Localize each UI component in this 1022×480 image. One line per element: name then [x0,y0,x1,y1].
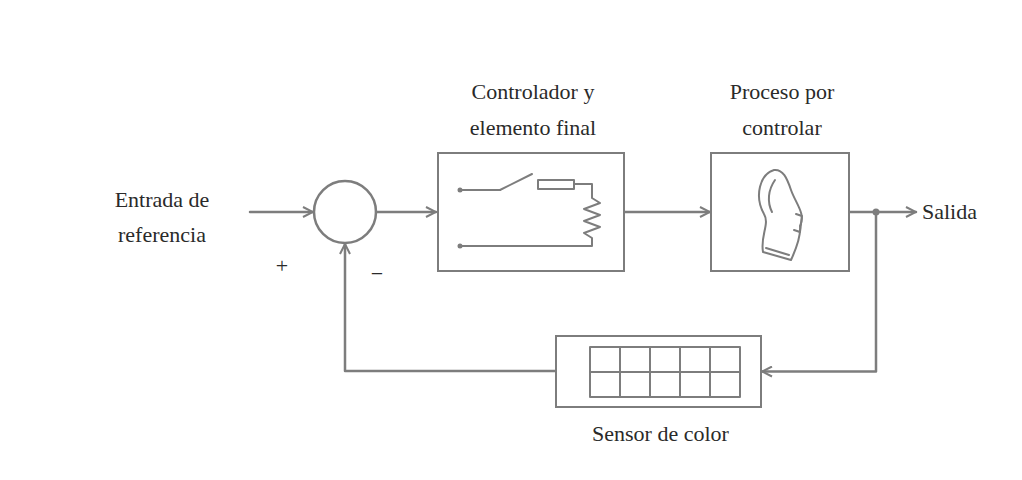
sensor-box: Sensor de color [555,335,762,408]
block-heading: Sensor de color [551,416,770,452]
terminal-dot [458,244,463,249]
block-heading: Controlador y elemento final [433,74,633,146]
plus-sign: + [271,248,293,283]
error-arrow [376,211,436,214]
input-arrow [250,211,313,214]
output-arrow [876,211,916,214]
controller-box: Controlador y elemento final [437,152,625,272]
summing-junction [314,181,376,243]
input-label: Entrada de referencia [78,182,246,252]
feedback-line [345,244,555,371]
output-label: Salida [922,194,1017,229]
terminal-dot [458,188,463,193]
process-box: Proceso por controlar [710,152,850,272]
process-figure [759,170,802,260]
sensor-grid [590,347,740,397]
block-heading: Proceso por controlar [706,74,858,146]
minus-sign: − [366,256,388,291]
signal-arrow [625,211,710,214]
relay-symbol [460,174,600,246]
signal-arrow [762,212,876,372]
